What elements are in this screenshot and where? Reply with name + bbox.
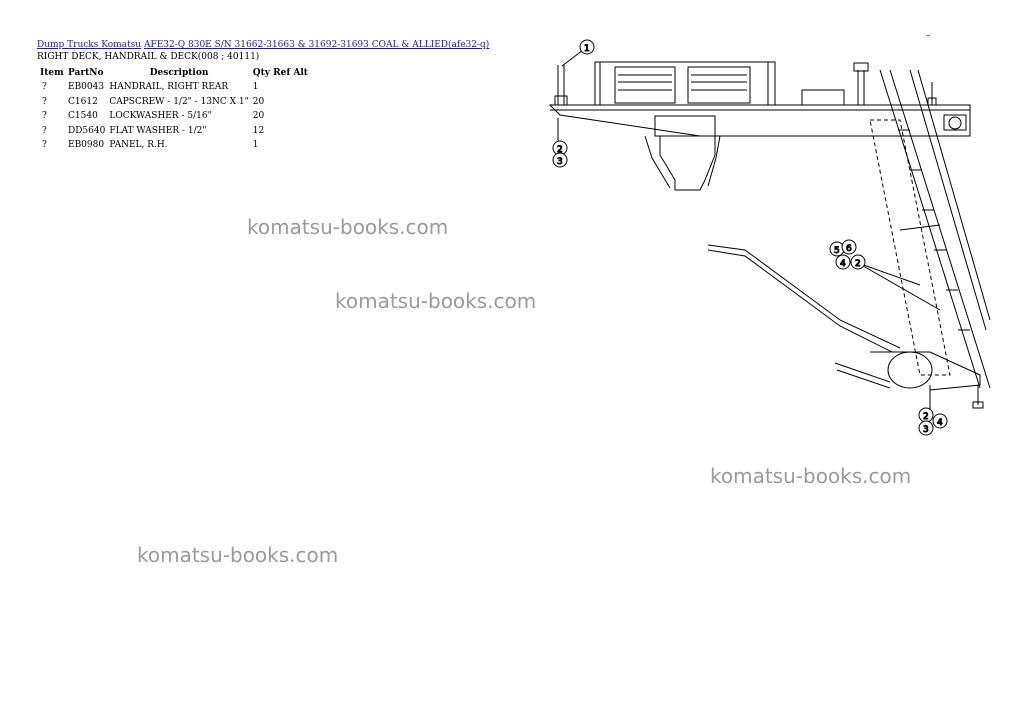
callout-balloon[interactable]: 4 <box>932 413 948 429</box>
row-item: ? <box>42 111 47 122</box>
callout-balloon[interactable]: 3 <box>552 152 568 168</box>
table-row: ? C1612 CAPSCREW - 1/2" - 13NC X 1" 20 <box>38 95 310 109</box>
callout-balloon[interactable]: 3 <box>918 420 934 436</box>
svg-text:2: 2 <box>855 259 861 269</box>
watermark-text: komatsu-books.com <box>710 464 912 488</box>
row-description: HANDRAIL, RIGHT REAR <box>109 82 229 93</box>
row-partno: EB0980 <box>68 140 105 151</box>
breadcrumb-link-model[interactable]: AFE32-Q 830E S/N 31662-31663 & 31692-316… <box>143 40 490 50</box>
row-qty: 20 <box>252 96 265 107</box>
col-header-item: Item <box>40 68 64 78</box>
row-description: PANEL, R.H. <box>109 140 168 151</box>
col-header-qty-ref-alt: Qty Ref Alt <box>251 66 310 80</box>
callout-balloon[interactable]: 6 <box>841 239 857 255</box>
svg-text:5: 5 <box>834 246 840 256</box>
watermark-text: komatsu-books.com <box>335 289 537 313</box>
row-description: LOCKWASHER - 5/16" <box>109 111 212 122</box>
parts-table-header: Item PartNo Description Qty Ref Alt <box>38 66 310 80</box>
row-item: ? <box>42 82 47 93</box>
svg-text:4: 4 <box>840 259 846 269</box>
svg-text:4: 4 <box>937 418 943 428</box>
watermark-text: komatsu-books.com <box>247 215 449 239</box>
callout-balloon[interactable]: 2 <box>918 407 934 423</box>
svg-text:1: 1 <box>584 44 590 54</box>
table-row: ? EB0043 HANDRAIL, RIGHT REAR 1 <box>38 80 310 94</box>
col-header-qty: Qty <box>252 68 271 78</box>
row-description: CAPSCREW - 1/2" - 13NC X 1" <box>109 96 249 107</box>
row-item: ? <box>42 140 47 151</box>
row-description: FLAT WASHER - 1/2" <box>109 125 207 136</box>
row-qty: 20 <box>252 111 265 122</box>
watermark-text: komatsu-books.com <box>137 543 339 567</box>
breadcrumb-link-dump-trucks[interactable]: Dump Trucks Komatsu <box>37 40 142 50</box>
callout-balloon[interactable]: 2 <box>850 254 866 270</box>
row-item: ? <box>42 125 47 136</box>
row-qty: 12 <box>252 125 265 136</box>
callout-balloon[interactable]: 1 <box>579 39 595 55</box>
col-header-ref: Ref <box>273 68 291 78</box>
svg-text:3: 3 <box>923 425 929 435</box>
row-partno: C1612 <box>68 96 98 107</box>
callout-balloon[interactable]: 4 <box>835 254 851 270</box>
col-header-partno: PartNo <box>68 68 104 78</box>
col-header-description: Description <box>149 68 209 78</box>
corner-mark: – <box>926 31 931 41</box>
svg-text:2: 2 <box>557 145 563 155</box>
breadcrumb: Dump Trucks Komatsu AFE32-Q 830E S/N 316… <box>37 40 489 51</box>
parts-diagram: 1 2 3 5 6 4 2 2 3 4 <box>548 39 991 436</box>
svg-text:6: 6 <box>846 244 852 254</box>
table-row: ? EB0980 PANEL, R.H. 1 <box>38 138 310 152</box>
table-row: ? C1540 LOCKWASHER - 5/16" 20 <box>38 109 310 123</box>
row-item: ? <box>42 96 47 107</box>
table-row: ? DD5640 FLAT WASHER - 1/2" 12 <box>38 124 310 138</box>
col-header-alt: Alt <box>293 68 308 78</box>
parts-table: Item PartNo Description Qty Ref Alt ? EB… <box>38 66 310 152</box>
row-partno: EB0043 <box>68 82 105 93</box>
row-partno: DD5640 <box>68 125 106 136</box>
svg-text:2: 2 <box>923 412 929 422</box>
callout-balloon[interactable]: 2 <box>552 140 568 156</box>
svg-text:3: 3 <box>557 157 563 167</box>
page-subtitle: RIGHT DECK, HANDRAIL & DECK(008 ; 40111) <box>37 52 260 62</box>
row-qty: 1 <box>252 140 259 151</box>
row-qty: 1 <box>252 82 259 93</box>
row-partno: C1540 <box>68 111 98 122</box>
